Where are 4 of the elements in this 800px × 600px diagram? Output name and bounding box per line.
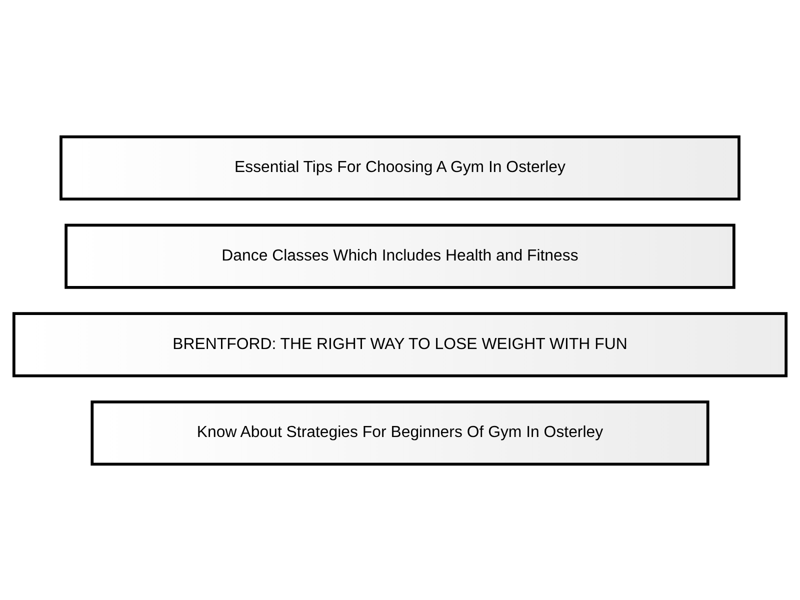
node-box: Dance Classes Which Includes Health and Fitness — [64, 223, 736, 288]
node-box: Essential Tips For Choosing A Gym In Osterley — [60, 134, 740, 200]
node-box: Know About Strategies For Beginners Of Gym In Osterley — [90, 400, 710, 466]
node-box: BRENTFORD: THE RIGHT WAY TO LOSE WEIGHT WITH FUN — [12, 312, 788, 377]
